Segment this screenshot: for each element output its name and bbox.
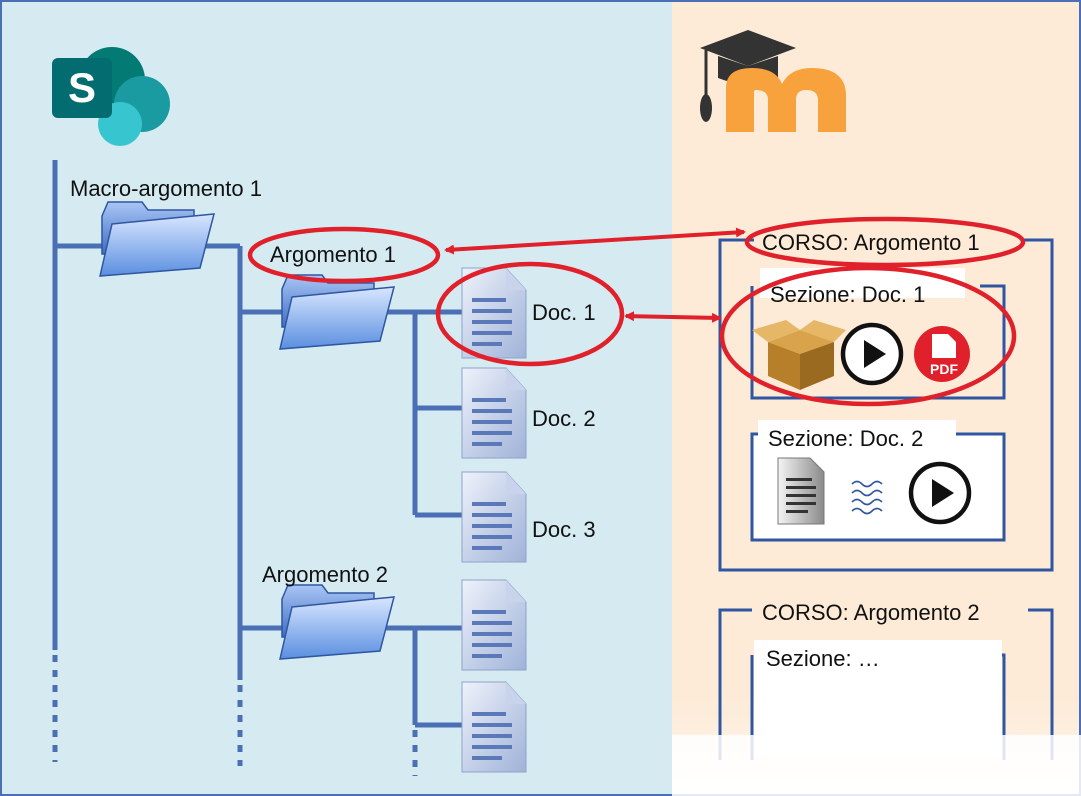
doc-section-arrow bbox=[624, 311, 722, 323]
section-doc2-title: Sezione: Doc. 2 bbox=[768, 426, 924, 451]
play-video-icon bbox=[843, 325, 901, 383]
topic1-label: Argomento 1 bbox=[270, 242, 396, 267]
moodle-logo-icon bbox=[700, 30, 846, 132]
bottom-fade bbox=[672, 735, 1081, 796]
macro-topic-label: Macro-argomento 1 bbox=[70, 176, 262, 201]
wavy-lines-icon bbox=[851, 480, 883, 515]
play-video-icon bbox=[911, 464, 969, 522]
doc1-label: Doc. 1 bbox=[532, 300, 596, 325]
course2-title: CORSO: Argomento 2 bbox=[762, 600, 980, 625]
section-doc1-box bbox=[750, 268, 1006, 400]
document-icon bbox=[461, 367, 527, 459]
section-placeholder-title: Sezione: … bbox=[766, 646, 880, 671]
course1-title: CORSO: Argomento 1 bbox=[762, 230, 980, 255]
sharepoint-logo-icon: S bbox=[52, 47, 170, 146]
topic-course-arrow bbox=[444, 227, 746, 255]
document-icon bbox=[777, 457, 825, 525]
document-icon bbox=[461, 579, 527, 671]
package-box-icon bbox=[752, 320, 846, 390]
doc3-label: Doc. 3 bbox=[532, 517, 596, 542]
document-icon bbox=[461, 267, 527, 359]
document-icon bbox=[461, 681, 527, 773]
pdf-icon: PDF bbox=[914, 326, 970, 382]
topic2-label: Argomento 2 bbox=[262, 562, 388, 587]
document-icon bbox=[461, 471, 527, 563]
pdf-icon-text: PDF bbox=[930, 361, 958, 377]
highlight-ellipses bbox=[247, 216, 1026, 407]
doc2-label: Doc. 2 bbox=[532, 406, 596, 431]
section-doc1-title: Sezione: Doc. 1 bbox=[770, 282, 926, 307]
sharepoint-logo-letter: S bbox=[68, 64, 96, 111]
